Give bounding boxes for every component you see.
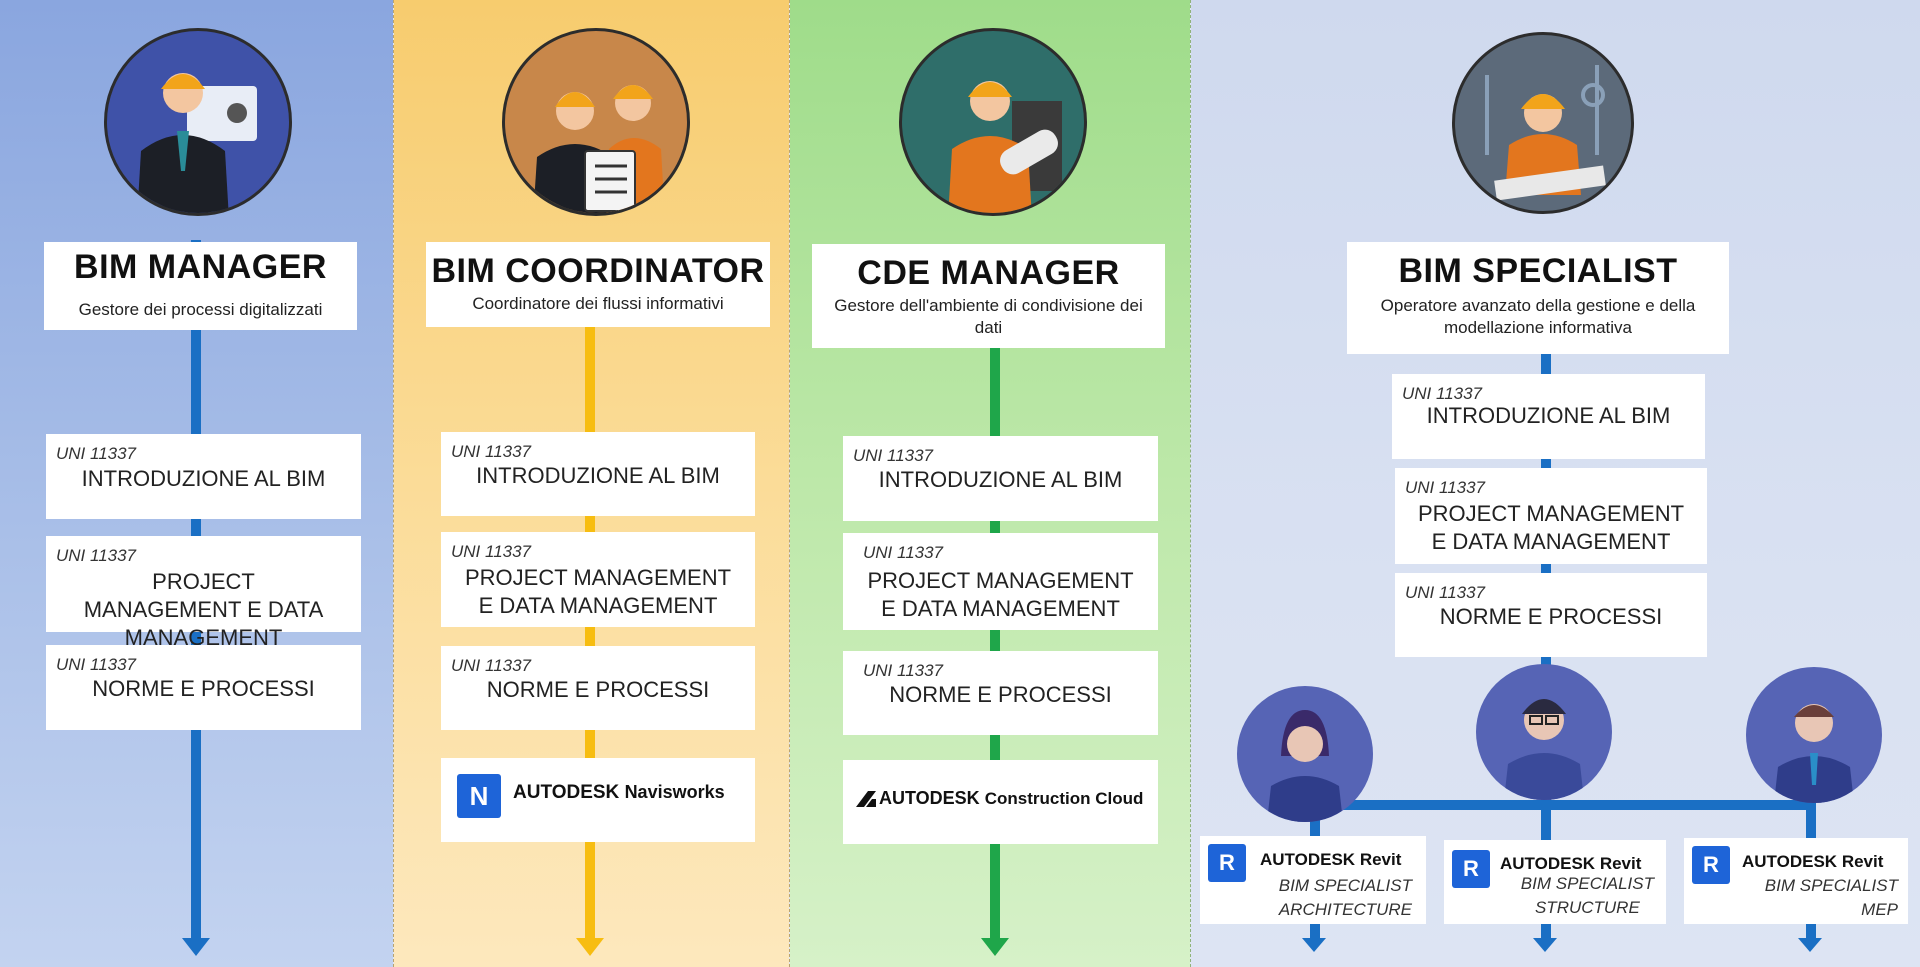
course-code: UNI 11337 — [451, 656, 532, 675]
bim-manager-title-box: BIM MANAGER Gestore dei processi digital… — [44, 242, 357, 330]
arrow-down-icon — [1533, 938, 1557, 952]
revit-mep-box: R AUTODESK Revit BIM SPECIALIST MEP — [1684, 838, 1908, 924]
coordinators-with-checklist-icon — [502, 28, 690, 216]
construction-worker-icon — [1452, 32, 1634, 214]
specialist-role: BIM SPECIALIST — [1520, 874, 1654, 893]
course-name: PROJECT MANAGEMENT E DATA MANAGEMENT — [867, 568, 1134, 621]
course-code: UNI 11337 — [56, 444, 137, 463]
course-box: UNI 11337 PROJECT MANAGEMENT E DATA MANA… — [441, 532, 755, 627]
product-name: Revit — [1841, 852, 1884, 871]
specialist-area: ARCHITECTURE — [1278, 900, 1412, 919]
column-divider — [1190, 0, 1191, 967]
man-with-glasses-specialist-icon — [1476, 664, 1612, 800]
course-name: PROJECT MANAGEMENT E DATA MANAGEMENT — [464, 565, 732, 618]
course-code: UNI 11337 — [56, 655, 137, 674]
specialist-area: MEP — [1861, 900, 1898, 919]
branch-bar — [1310, 800, 1816, 810]
role-title: BIM SPECIALIST — [1398, 252, 1678, 290]
course-name: INTRODUZIONE AL BIM — [476, 463, 720, 488]
autodesk-wordmark: AUTODESK — [1500, 854, 1596, 873]
course-code: UNI 11337 — [1405, 478, 1486, 497]
column-divider — [393, 0, 394, 967]
product-name: Construction Cloud — [984, 789, 1144, 808]
manager-at-computer-icon — [104, 28, 292, 216]
autodesk-wordmark: AUTODESK — [513, 782, 620, 803]
product-name: Navisworks — [624, 782, 725, 802]
course-box: UNI 11337 NORME E PROCESSI — [843, 651, 1158, 735]
role-subtitle: Coordinatore dei flussi informativi — [472, 294, 724, 313]
column-divider — [789, 0, 790, 967]
course-name: NORME E PROCESSI — [486, 677, 710, 702]
flow-line — [990, 340, 1000, 940]
arrow-down-icon — [1302, 938, 1326, 952]
arrow-down-icon — [576, 938, 604, 956]
construction-cloud-software-box: AUTODESK Construction Cloud — [843, 760, 1158, 844]
revit-logo-icon: R — [1692, 846, 1730, 884]
course-box: UNI 11337 INTRODUZIONE AL BIM — [46, 434, 361, 519]
course-name: INTRODUZIONE AL BIM — [81, 466, 326, 491]
autodesk-logo-icon — [856, 791, 876, 807]
navisworks-logo-icon: N — [457, 774, 501, 818]
arrow-down-icon — [1798, 938, 1822, 952]
course-code: UNI 11337 — [853, 446, 934, 465]
course-box: UNI 11337 PROJECT MANAGEMENT E DATA MANA… — [46, 536, 361, 650]
revit-structure-box: R AUTODESK Revit BIM SPECIALIST STRUCTUR… — [1444, 840, 1666, 924]
course-box: UNI 11337 NORME E PROCESSI — [441, 646, 755, 730]
engineer-with-blueprint-icon — [899, 28, 1087, 216]
course-code: UNI 11337 — [863, 661, 944, 680]
role-subtitle: Operatore avanzato della gestione e dell… — [1380, 296, 1696, 337]
autodesk-wordmark: AUTODESK — [1260, 850, 1356, 869]
course-box: UNI 11337 NORME E PROCESSI — [46, 645, 361, 730]
role-title: CDE MANAGER — [857, 254, 1120, 292]
autodesk-wordmark: AUTODESK — [1742, 852, 1838, 871]
role-title: BIM COORDINATOR — [431, 252, 765, 290]
course-code: UNI 11337 — [56, 546, 137, 565]
course-code: UNI 11337 — [863, 543, 944, 562]
course-box: UNI 11337 PROJECT MANAGEMENT E DATA MANA… — [1395, 468, 1707, 564]
man-specialist-icon — [1746, 667, 1882, 803]
navisworks-software-box: N AUTODESK Navisworks — [441, 758, 755, 842]
role-subtitle: Gestore dell'ambiente di condivisione de… — [834, 296, 1143, 337]
course-box: UNI 11337 NORME E PROCESSI — [1395, 573, 1707, 657]
specialist-area: STRUCTURE — [1534, 898, 1640, 917]
course-name: INTRODUZIONE AL BIM — [1426, 403, 1671, 428]
arrow-down-icon — [981, 938, 1009, 956]
course-name: NORME E PROCESSI — [1439, 604, 1663, 629]
autodesk-wordmark: AUTODESK — [879, 788, 980, 808]
bim-specialist-title-box: BIM SPECIALIST Operatore avanzato della … — [1347, 242, 1729, 354]
product-name: Revit — [1359, 850, 1402, 869]
course-code: UNI 11337 — [451, 442, 532, 461]
revit-logo-icon: R — [1208, 844, 1246, 882]
specialist-role: BIM SPECIALIST — [1764, 876, 1898, 895]
course-box: UNI 11337 PROJECT MANAGEMENT E DATA MANA… — [843, 533, 1158, 630]
revit-logo-icon: R — [1452, 850, 1490, 888]
role-subtitle: Gestore dei processi digitalizzati — [78, 300, 323, 319]
specialist-role: BIM SPECIALIST — [1278, 876, 1412, 895]
course-name: NORME E PROCESSI — [92, 676, 315, 701]
course-name: PROJECT MANAGEMENT E DATA MANAGEMENT — [83, 569, 324, 650]
product-name: Revit — [1599, 854, 1642, 873]
course-box: UNI 11337 INTRODUZIONE AL BIM — [843, 436, 1158, 521]
flow-line — [585, 325, 595, 940]
role-title: BIM MANAGER — [74, 248, 327, 286]
course-box: UNI 11337 INTRODUZIONE AL BIM — [441, 432, 755, 516]
course-code: UNI 11337 — [1405, 583, 1486, 602]
arrow-down-icon — [182, 938, 210, 956]
cde-manager-title-box: CDE MANAGER Gestore dell'ambiente di con… — [812, 244, 1165, 348]
course-code: UNI 11337 — [1402, 384, 1483, 403]
course-code: UNI 11337 — [451, 542, 532, 561]
bim-coordinator-title-box: BIM COORDINATOR Coordinatore dei flussi … — [426, 242, 770, 327]
woman-specialist-icon — [1237, 686, 1373, 822]
course-name: INTRODUZIONE AL BIM — [878, 467, 1123, 492]
revit-architecture-box: R AUTODESK Revit BIM SPECIALIST ARCHITEC… — [1200, 836, 1426, 924]
course-name: NORME E PROCESSI — [889, 682, 1112, 707]
course-box: UNI 11337 INTRODUZIONE AL BIM — [1392, 374, 1705, 459]
course-name: PROJECT MANAGEMENT E DATA MANAGEMENT — [1417, 501, 1685, 554]
